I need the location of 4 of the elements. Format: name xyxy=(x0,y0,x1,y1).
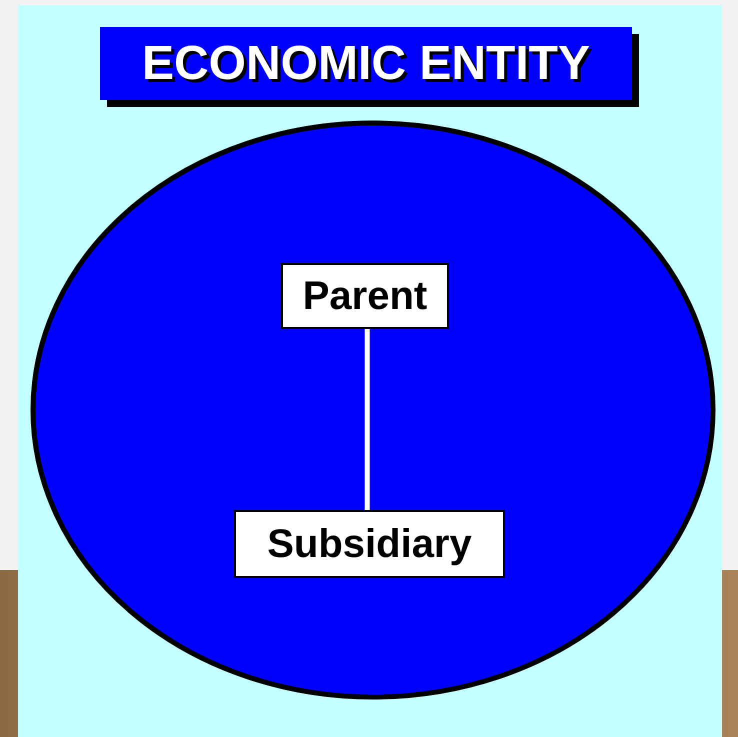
label-box: Subsidiary xyxy=(234,510,505,578)
title: ECONOMIC ENTITY xyxy=(100,27,632,100)
label-box: Parent xyxy=(281,263,449,329)
connector-line xyxy=(364,329,370,510)
